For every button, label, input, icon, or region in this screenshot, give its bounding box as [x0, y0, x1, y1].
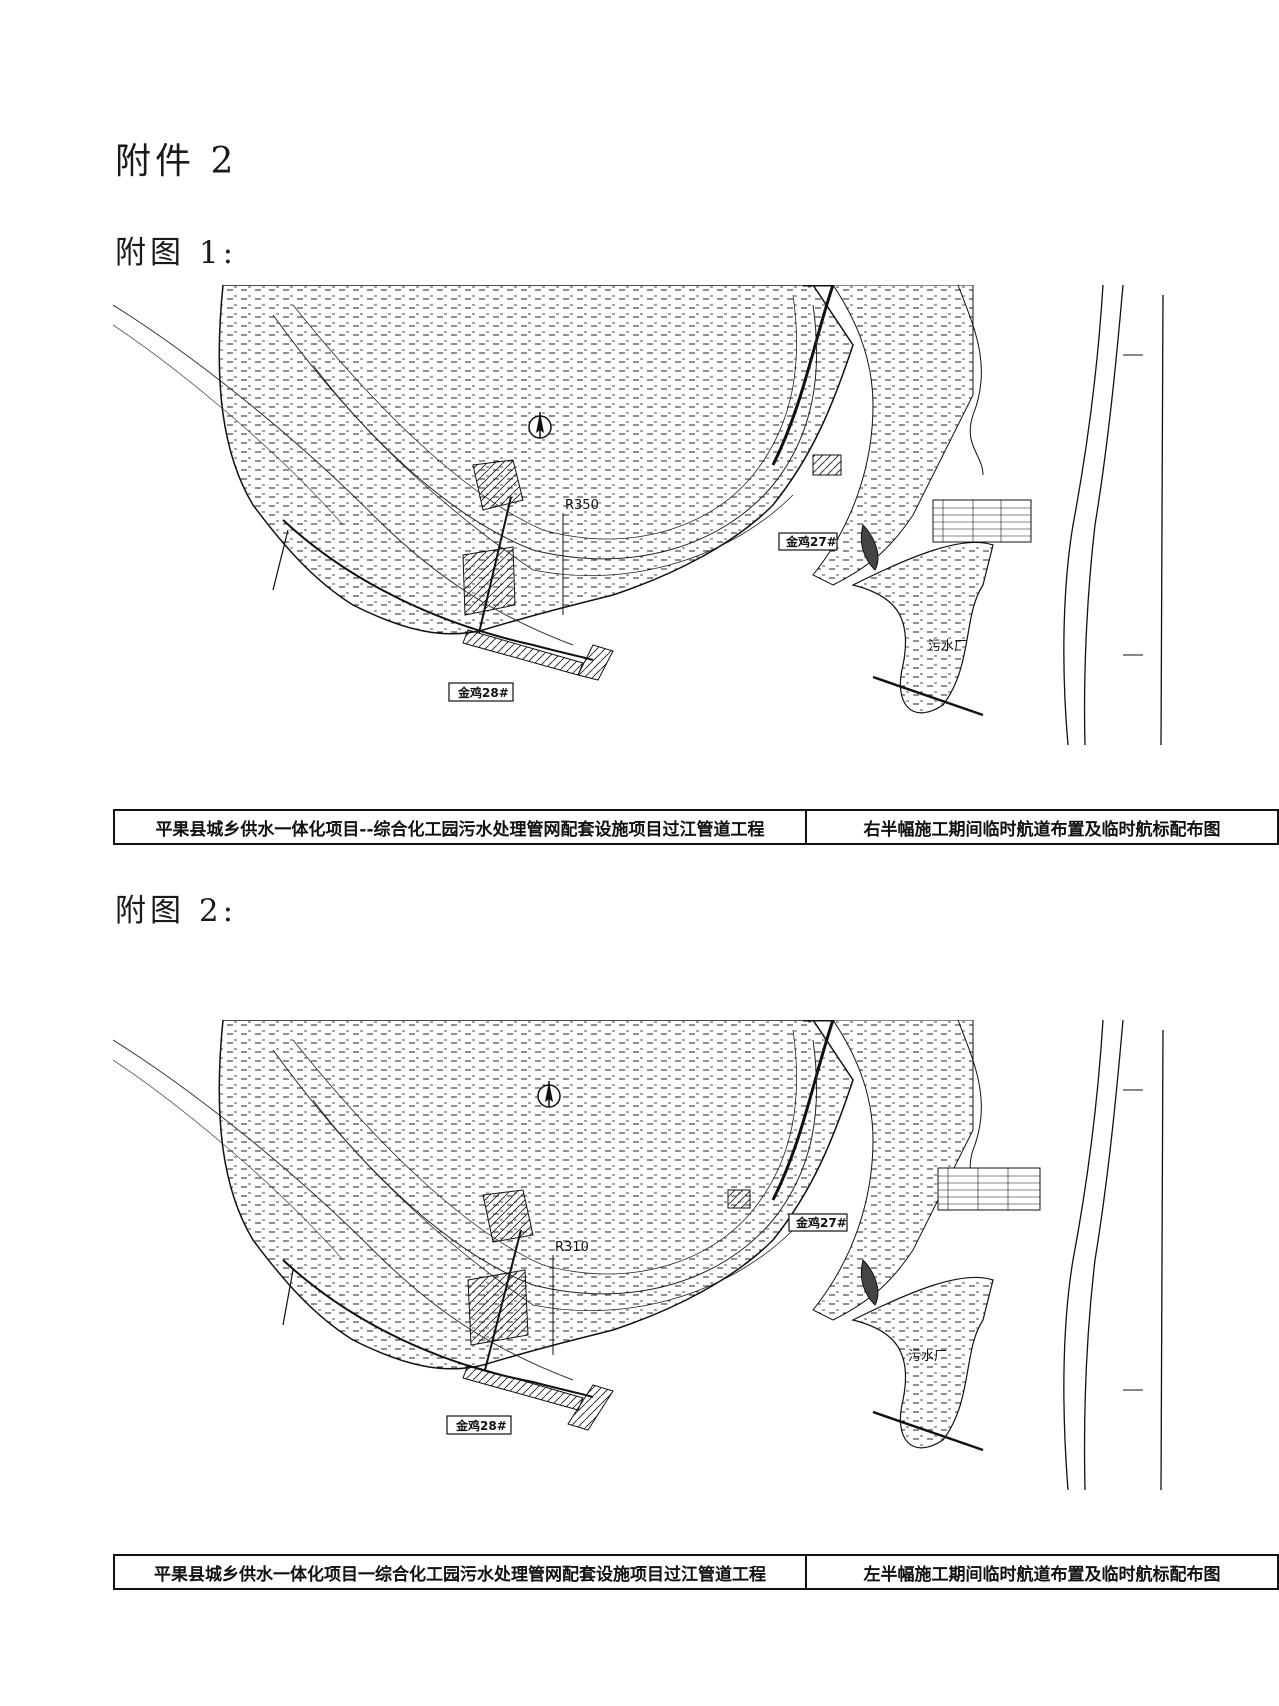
station-27-box [778, 532, 838, 551]
figure-1: R350 金鸡27# 金鸡28# 污水厂 平果县城乡供水一体化项目--综合化工园… [113, 285, 1279, 845]
figure-2-drawing-title: 左半幅施工期间临时航道布置及临时航标配布图 [863, 1564, 1221, 1585]
attachment-heading: 附件 2 [115, 141, 238, 182]
station-28-box [448, 682, 514, 702]
figure-1-river-map: R350 金鸡27# 金鸡28# 污水厂 [113, 285, 1164, 746]
figure-2-river-map: R310 金鸡27# 金鸡28# 污水厂 [113, 1020, 1164, 1491]
figure-1-project-title: 平果县城乡供水一体化项目--综合化工园污水处理管网配套设施项目过江管道工程 [115, 811, 807, 843]
figure-2-heading: 附图 2: [115, 893, 238, 929]
river-channel [218, 285, 854, 635]
sewage-plant-label: 污水厂 [928, 639, 967, 654]
station-27-box [788, 1213, 848, 1232]
radius-label: R350 [565, 498, 599, 513]
north-arrow-icon [528, 412, 552, 439]
north-arrow-icon [537, 1081, 561, 1108]
station-27-label: 金鸡27# [795, 1215, 847, 1230]
radius-label: R310 [555, 1240, 589, 1255]
figure-2-title-block: 平果县城乡供水一体化项目一综合化工园污水处理管网配套设施项目过江管道工程 左半幅… [113, 1554, 1279, 1590]
station-28-label: 金鸡28# [455, 1418, 507, 1433]
legend-table [932, 499, 1032, 543]
figure-1-title-block: 平果县城乡供水一体化项目--综合化工园污水处理管网配套设施项目过江管道工程 右半… [113, 809, 1279, 845]
legend-table [937, 1167, 1041, 1211]
figure-1-heading: 附图 1: [115, 235, 238, 271]
station-28-label: 金鸡28# [457, 685, 509, 700]
figure-2: R310 金鸡27# 金鸡28# 污水厂 平果县城乡供水一体化项目一综合化工园污… [113, 1020, 1279, 1590]
figure-1-drawing-title: 右半幅施工期间临时航道布置及临时航标配布图 [863, 819, 1221, 840]
station-27-label: 金鸡27# [785, 534, 837, 549]
station-28-box [446, 1415, 512, 1435]
figure-2-project-title: 平果县城乡供水一体化项目一综合化工园污水处理管网配套设施项目过江管道工程 [115, 1556, 807, 1588]
sewage-plant-label: 污水厂 [908, 1349, 947, 1364]
